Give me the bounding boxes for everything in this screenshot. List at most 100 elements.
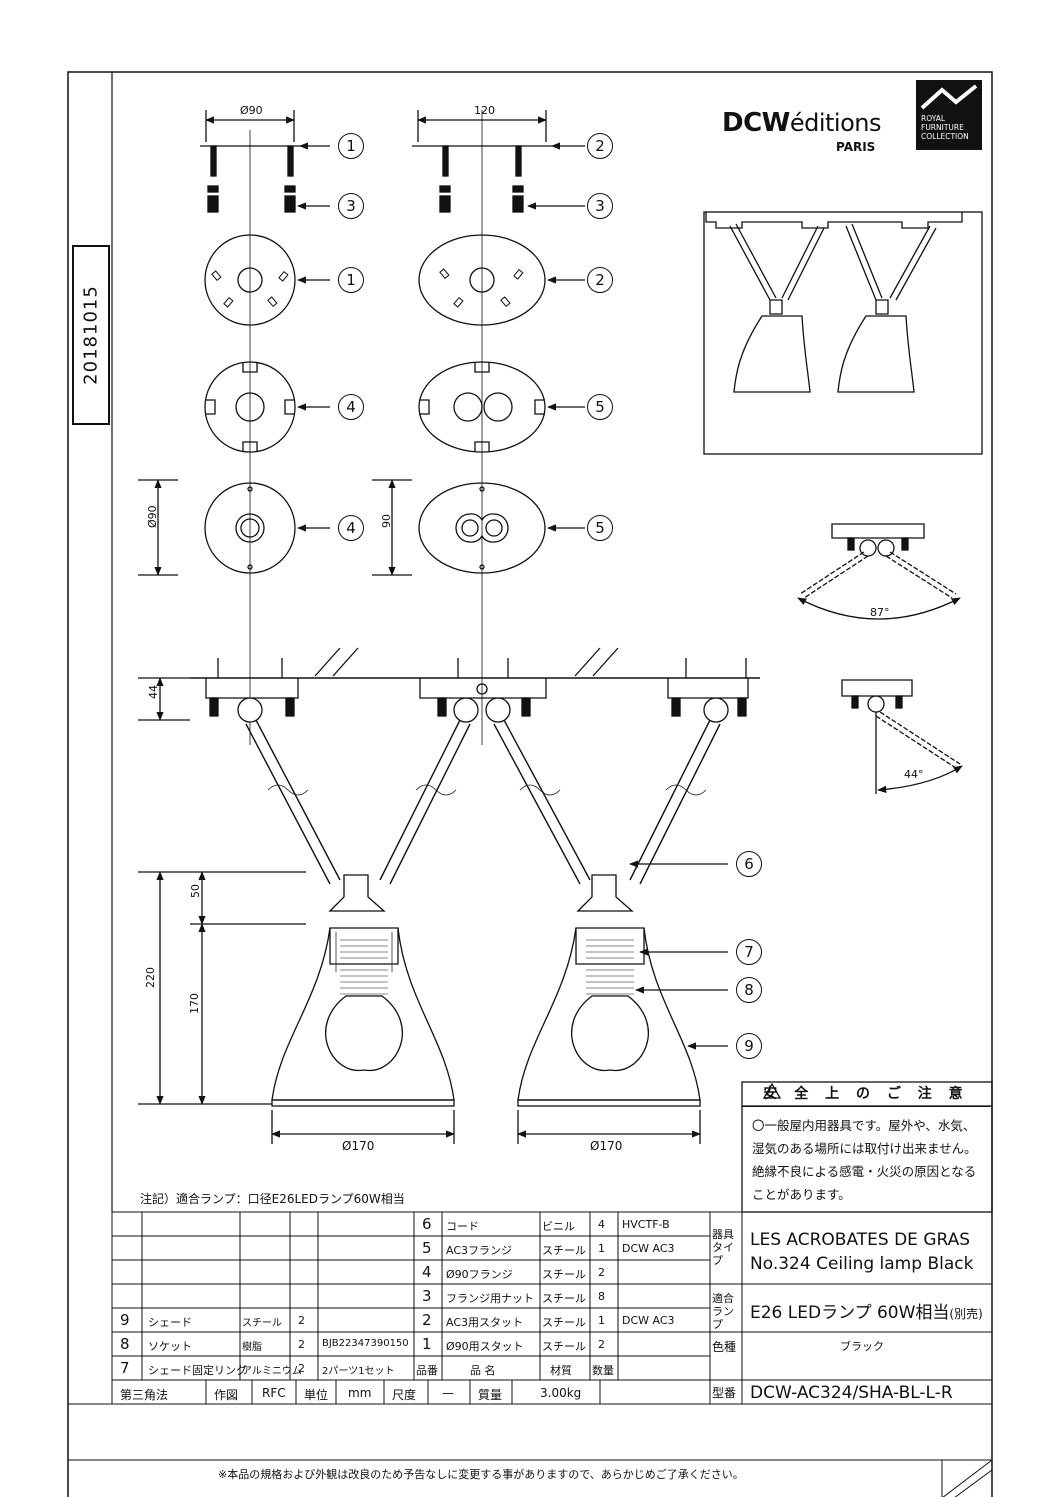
part-qty: 2 bbox=[598, 1266, 605, 1279]
part-material: スチール bbox=[542, 1340, 586, 1353]
badge-line3: COLLECTION bbox=[921, 132, 969, 141]
part-qty: 2 bbox=[598, 1338, 605, 1351]
part-no: 2 bbox=[422, 1311, 432, 1329]
callout-7: 7 bbox=[736, 939, 762, 965]
brand-city: PARIS bbox=[836, 140, 876, 154]
part-name: シェード固定リング bbox=[148, 1364, 247, 1377]
part-ref: DCW AC3 bbox=[622, 1242, 675, 1255]
dim-120: 120 bbox=[474, 104, 495, 117]
unit-label: 単位 bbox=[304, 1388, 329, 1402]
dim-d90-top: Ø90 bbox=[240, 104, 263, 117]
disclaimer: ※本品の規格および外観は改良のため予告なしに変更する事がありますので、あらかじめ… bbox=[218, 1468, 744, 1481]
dim-d170-right: Ø170 bbox=[590, 1139, 622, 1153]
unit: mm bbox=[348, 1386, 372, 1400]
part-qty: 2 bbox=[298, 1338, 305, 1351]
callout-6: 6 bbox=[736, 851, 762, 877]
callout-5-front: 5 bbox=[587, 515, 613, 541]
weight: 3.00kg bbox=[540, 1386, 582, 1400]
brand-logo: DCWéditions bbox=[722, 108, 882, 138]
hdr-material: 材質 bbox=[550, 1364, 572, 1377]
dim-50: 50 bbox=[189, 884, 202, 898]
callout-2-stud-right: 2 bbox=[587, 133, 613, 159]
scale-label: 尺度 bbox=[392, 1388, 417, 1402]
dim-angle-87: 87° bbox=[870, 606, 890, 619]
part-qty: 8 bbox=[598, 1290, 605, 1303]
part-ref: 2パーツ1セット bbox=[322, 1366, 395, 1377]
lamp-spec-text: E26 LEDランプ 60W相当 bbox=[750, 1303, 950, 1323]
dim-90-side: 90 bbox=[380, 514, 393, 528]
lamp-spec-note: (別売) bbox=[949, 1307, 983, 1321]
drawn-label: 作図 bbox=[214, 1388, 239, 1402]
badge-line2: FURNITURE bbox=[921, 123, 964, 132]
hdr-qty: 数量 bbox=[592, 1364, 614, 1377]
part-no: 4 bbox=[422, 1263, 432, 1281]
part-material: スチール bbox=[542, 1268, 586, 1281]
part-name: Ø90用スタット bbox=[446, 1340, 524, 1353]
part-name: Ø90フランジ bbox=[446, 1268, 513, 1281]
part-name: シェード bbox=[148, 1316, 192, 1329]
projection: 第三角法 bbox=[120, 1388, 169, 1402]
part-qty: 2 bbox=[298, 1314, 305, 1327]
date-stamp: 20181015 bbox=[72, 245, 110, 425]
part-ref: HVCTF-B bbox=[622, 1218, 670, 1231]
part-qty: 1 bbox=[598, 1242, 605, 1255]
callout-9: 9 bbox=[736, 1033, 762, 1059]
color-label: 色種 bbox=[712, 1340, 737, 1354]
part-no: 5 bbox=[422, 1239, 432, 1257]
part-name: フランジ用ナット bbox=[446, 1292, 534, 1305]
part-no: 6 bbox=[422, 1215, 432, 1233]
dim-44: 44 bbox=[147, 685, 160, 699]
product-name-line1: LES ACROBATES DE GRAS bbox=[750, 1230, 971, 1250]
part-qty: 4 bbox=[598, 1218, 605, 1231]
part-material: ビニル bbox=[542, 1220, 575, 1233]
part-material: 樹脂 bbox=[242, 1342, 262, 1353]
part-material: スチール bbox=[242, 1318, 282, 1329]
callout-2-plate: 2 bbox=[587, 267, 613, 293]
sheet-border bbox=[67, 71, 993, 1497]
badge-line1: ROYAL bbox=[921, 114, 946, 123]
lamp-spec: E26 LEDランプ 60W相当(別売) bbox=[750, 1298, 983, 1323]
part-material: スチール bbox=[542, 1292, 586, 1305]
part-no: 9 bbox=[120, 1311, 130, 1329]
dim-220: 220 bbox=[144, 967, 157, 988]
dim-d170-left: Ø170 bbox=[342, 1139, 374, 1153]
part-no: 1 bbox=[422, 1335, 432, 1353]
brand-name-bold: DCW bbox=[722, 108, 790, 138]
part-name: ソケット bbox=[148, 1340, 192, 1353]
dim-170: 170 bbox=[188, 993, 201, 1014]
model-label: 型番 bbox=[712, 1386, 737, 1400]
part-material: スチール bbox=[542, 1316, 586, 1329]
callout-4-flange: 4 bbox=[338, 394, 364, 420]
weight-label: 質量 bbox=[478, 1388, 503, 1402]
brand-name-rest: éditions bbox=[789, 109, 882, 137]
hdr-name: 品 名 bbox=[470, 1364, 496, 1377]
part-name: AC3用スタット bbox=[446, 1316, 524, 1329]
part-no: 7 bbox=[120, 1359, 130, 1377]
part-name: コード bbox=[446, 1220, 479, 1233]
callout-5-flange: 5 bbox=[587, 394, 613, 420]
part-ref: BJB22347390150 bbox=[322, 1338, 409, 1349]
date-code: 20181015 bbox=[80, 285, 102, 385]
scale: — bbox=[442, 1386, 454, 1400]
safety-title: 安 全 上 の ご 注 意 bbox=[742, 1082, 990, 1107]
dim-d90-side: Ø90 bbox=[146, 505, 159, 528]
lamp-note: 注記）適合ランプ：口径E26LEDランプ60W相当 bbox=[140, 1192, 405, 1206]
model-number: DCW-AC324/SHA-BL-L-R bbox=[750, 1383, 953, 1403]
callout-3-nut-left: 3 bbox=[338, 193, 364, 219]
part-no: 3 bbox=[422, 1287, 432, 1305]
part-ref: DCW AC3 bbox=[622, 1314, 675, 1327]
rfc-mark-icon bbox=[920, 84, 978, 110]
callout-1-plate: 1 bbox=[338, 267, 364, 293]
color-value: ブラック bbox=[840, 1340, 884, 1353]
part-qty: 1 bbox=[598, 1314, 605, 1327]
dim-angle-44: 44° bbox=[904, 768, 924, 781]
callout-3-nut-right: 3 bbox=[587, 193, 613, 219]
lamp-label: 適合ランプ bbox=[712, 1292, 734, 1331]
part-qty: 2 bbox=[298, 1362, 305, 1375]
callout-4-front: 4 bbox=[338, 515, 364, 541]
part-material: スチール bbox=[542, 1244, 586, 1257]
drawn-by: RFC bbox=[262, 1386, 286, 1400]
part-no: 8 bbox=[120, 1335, 130, 1353]
